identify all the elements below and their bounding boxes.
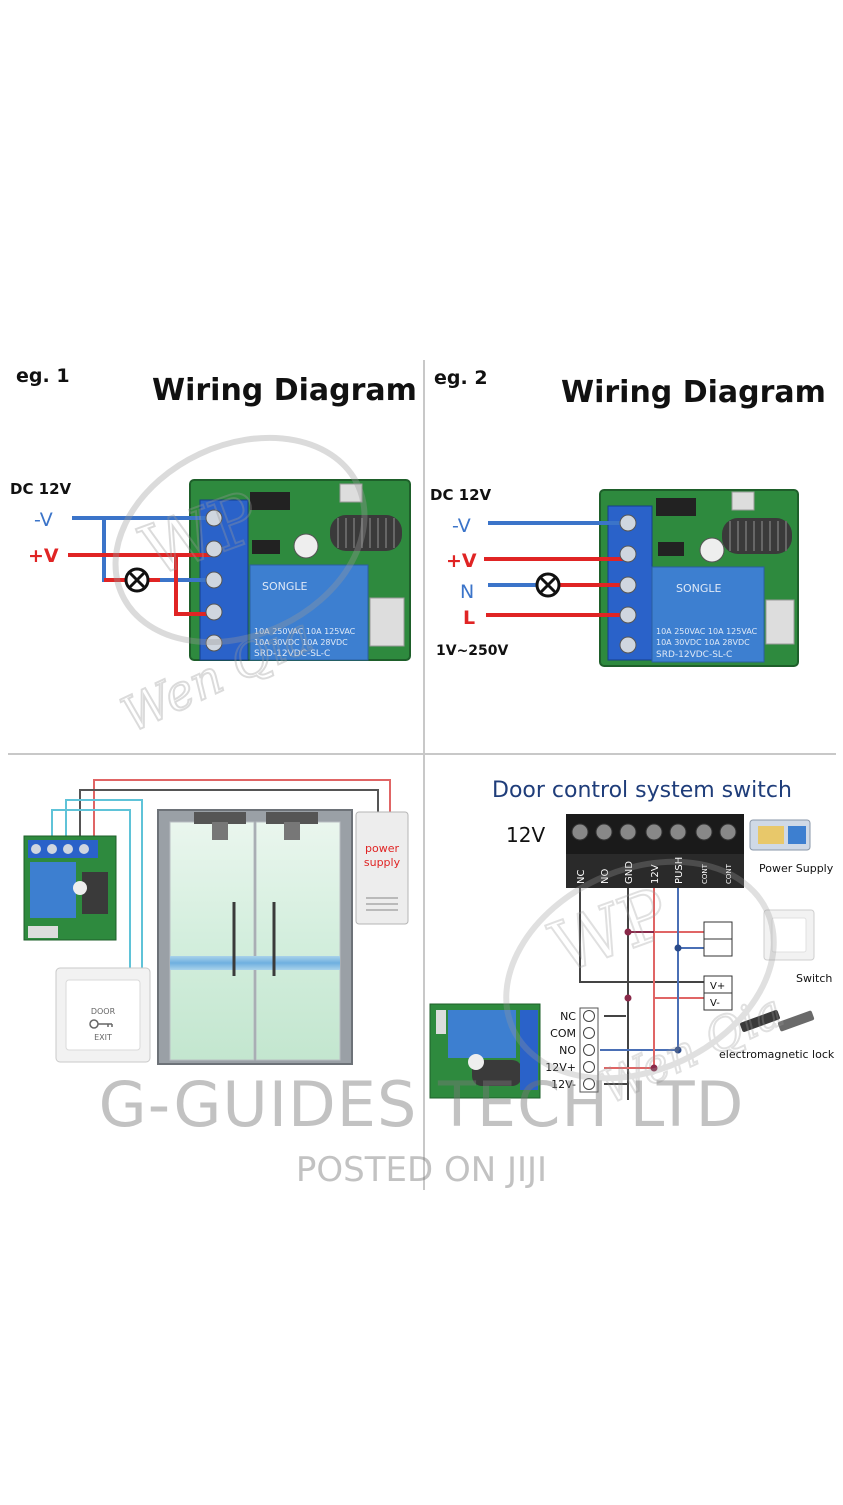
- eg2-label: eg. 2: [434, 367, 488, 389]
- eg1-label: eg. 1: [16, 365, 70, 387]
- control-wiring: [579, 888, 704, 1100]
- terminal-label: NC: [576, 870, 587, 884]
- relay-terminal-strip: [579, 1007, 599, 1093]
- eg1-terminal-screws: [205, 509, 223, 652]
- door-relay-board: [23, 835, 117, 941]
- svg-text:SRD-12VDC-SL-C: SRD-12VDC-SL-C: [254, 649, 330, 659]
- eg1-supply-label: DC 12V: [10, 480, 72, 498]
- eg1-title: Wiring Diagram: [152, 373, 417, 408]
- relay-terminal-labels: NC COM NO 12V+ 12V-: [545, 1010, 576, 1091]
- vplus-label: V+: [710, 981, 725, 992]
- watermark-company: G-GUIDES TECH LTD: [98, 1068, 745, 1141]
- key-icon: [89, 1019, 113, 1029]
- panel-door-control: Door control system switch 12V NC NO GND…: [429, 778, 835, 1100]
- power-supply-device: [749, 819, 811, 851]
- vminus-label: V-: [710, 998, 720, 1009]
- panel-eg1: eg. 1 Wiring Diagram DC 12V -V +V SONGLE…: [10, 365, 417, 661]
- eg2-ac-label: 1V~250V: [436, 643, 509, 659]
- terminal-block: [566, 814, 744, 888]
- svg-text:10A 250VAC 10A 125VAC: 10A 250VAC 10A 125VAC: [254, 627, 356, 636]
- exit-wire-cyan-1: [65, 799, 143, 980]
- ps-wire-dark: [79, 789, 379, 838]
- door-exit-text-2: EXIT: [94, 1033, 112, 1042]
- power-supply-text-2: supply: [364, 856, 401, 869]
- voltage-label: 12V: [506, 823, 545, 847]
- terminal-label: 12V: [650, 864, 661, 884]
- switch-box: [703, 921, 733, 957]
- lock-terminal-box: V+ V-: [703, 975, 733, 1011]
- terminal-label: PUSH: [674, 857, 685, 884]
- control-relay-board: [429, 1003, 541, 1099]
- relay-terminal-label: NO: [559, 1044, 576, 1057]
- eg2-lamp-icon: [535, 572, 561, 598]
- electromagnetic-lock-icon: [740, 1010, 815, 1032]
- svg-text:10A 30VDC 10A 28VDC: 10A 30VDC 10A 28VDC: [656, 638, 750, 647]
- svg-text:SRD-12VDC-SL-C: SRD-12VDC-SL-C: [656, 650, 732, 660]
- eg1-relay-board: SONGLE 10A 250VAC 10A 125VAC 10A 30VDC 1…: [189, 479, 411, 661]
- eg2-terminal-screws: [619, 514, 637, 654]
- switch-label: Switch: [796, 972, 832, 985]
- eg2-neg-label: -V: [452, 515, 471, 537]
- power-supply-box: power supply: [355, 811, 409, 925]
- svg-text:SONGLE: SONGLE: [262, 580, 308, 593]
- eg1-lamp-icon: [124, 567, 150, 593]
- watermark-posted: POSTED ON JIJI: [295, 1150, 548, 1190]
- eg2-n-label: N: [460, 581, 474, 603]
- terminal-labels: NC NO GND 12V PUSH CONT CONT: [576, 857, 733, 884]
- door-exit-button: DOOR EXIT: [55, 967, 151, 1063]
- exit-wire-cyan-2: [51, 809, 131, 980]
- svg-text:SONGLE: SONGLE: [676, 582, 722, 595]
- power-supply-label: Power Supply: [759, 862, 834, 875]
- door-control-title: Door control system switch: [492, 778, 792, 803]
- relay-terminal-label: 12V+: [545, 1061, 576, 1074]
- relay-terminal-label: NC: [560, 1010, 576, 1023]
- eg1-pos-label: +V: [28, 545, 59, 567]
- relay-terminal-label: 12V-: [551, 1078, 576, 1091]
- eg1-neg-label: -V: [34, 509, 53, 531]
- power-supply-text-1: power: [365, 842, 399, 855]
- terminal-label: CONT: [725, 863, 733, 884]
- eg2-l-label: L: [463, 607, 475, 629]
- panel-eg2: eg. 2 Wiring Diagram DC 12V -V +V N L 1V…: [430, 367, 826, 667]
- glass-door: [157, 809, 353, 1065]
- eg2-title: Wiring Diagram: [561, 375, 826, 410]
- relay-terminal-label: COM: [550, 1027, 576, 1040]
- terminal-label: CONT: [701, 863, 709, 884]
- svg-text:10A 250VAC 10A 125VAC: 10A 250VAC 10A 125VAC: [656, 627, 758, 636]
- wall-switch-icon: [763, 909, 815, 961]
- eg1-wire-pos-branch: [174, 555, 214, 616]
- eg2-supply-label: DC 12V: [430, 486, 492, 504]
- terminal-label: GND: [624, 861, 635, 884]
- junction-dots: [624, 928, 682, 1072]
- svg-text:10A 30VDC 10A 28VDC: 10A 30VDC 10A 28VDC: [254, 638, 348, 647]
- wenqia-logo-mark-2: WP: [540, 872, 680, 990]
- panel-door-install: power supply DOOR EXIT: [23, 779, 409, 1065]
- lock-label: electromagnetic lock: [719, 1048, 835, 1061]
- door-exit-text-1: DOOR: [91, 1007, 116, 1016]
- terminal-label: NO: [600, 869, 611, 884]
- eg2-pos-label: +V: [446, 550, 477, 572]
